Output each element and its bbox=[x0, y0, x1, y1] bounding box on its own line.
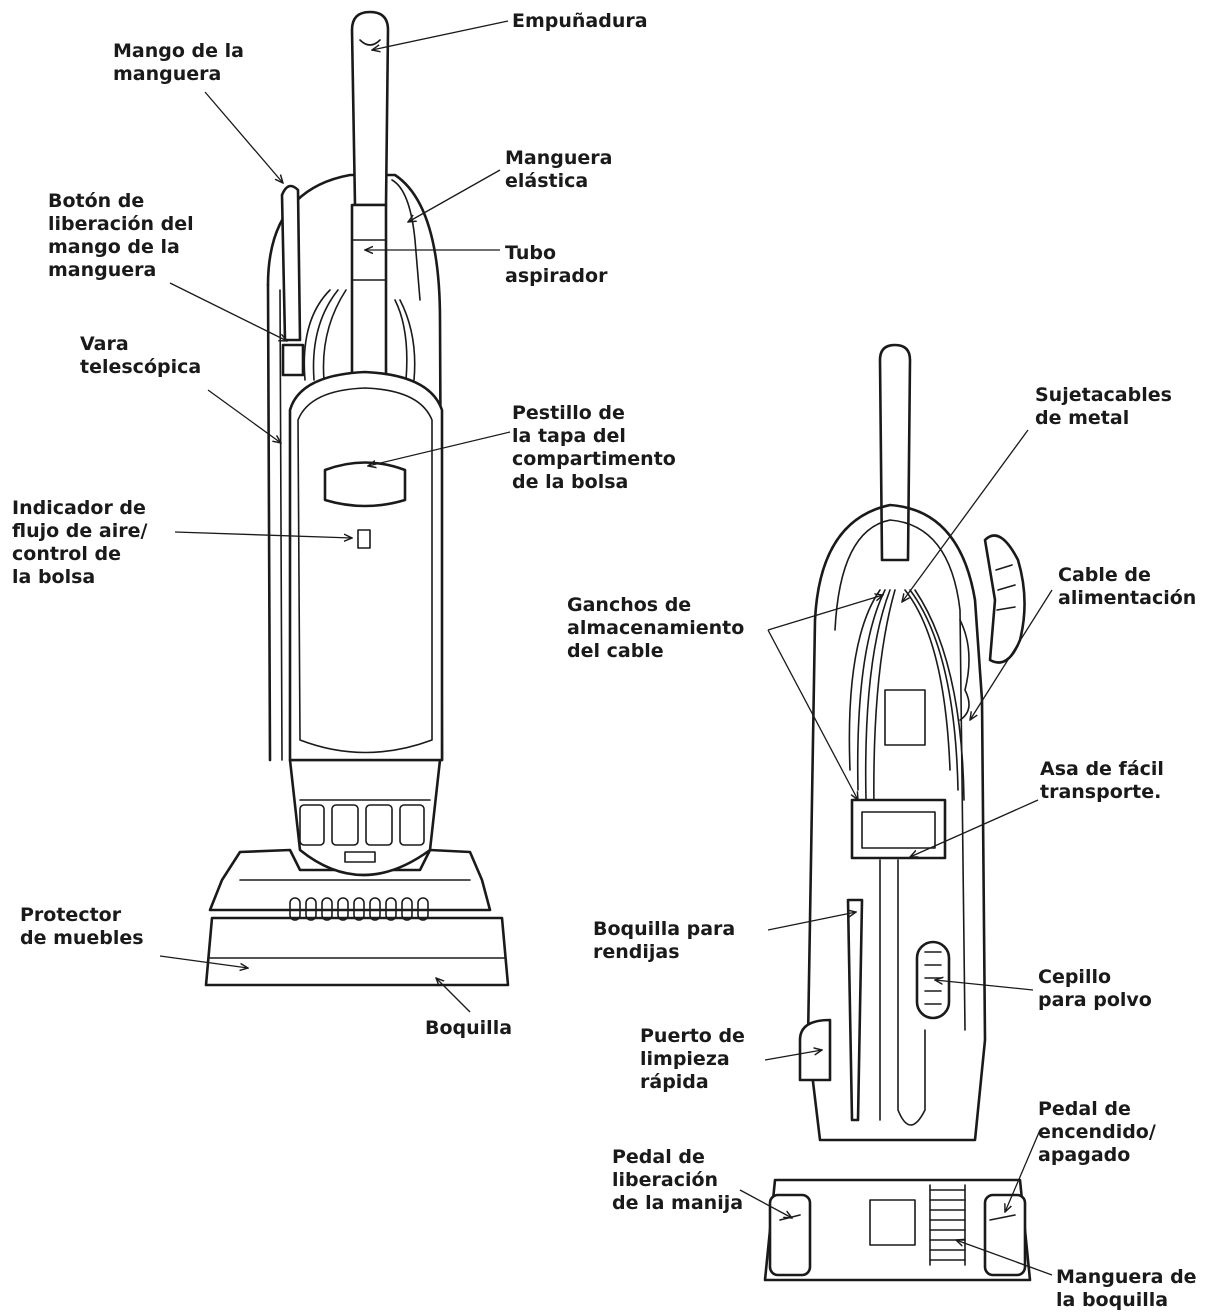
label-indicador: Indicador de flujo de aire/ control de l… bbox=[12, 497, 148, 588]
label-puerto: Puerto de limpieza rápida bbox=[640, 1025, 745, 1093]
leader-puerto bbox=[764, 1050, 822, 1061]
back-vacuum bbox=[763, 343, 1032, 1282]
label-cepillo: Cepillo para polvo bbox=[1038, 966, 1152, 1011]
front-vacuum bbox=[204, 10, 510, 987]
label-vara-telescopica: Vara telescópica bbox=[80, 333, 202, 378]
leader-pedal-liberacion bbox=[739, 1189, 792, 1218]
leader-pedal-encendido bbox=[1005, 1129, 1041, 1212]
label-manguera-elastica: Manguera elástica bbox=[505, 147, 613, 192]
leader-mango-manguera bbox=[204, 91, 283, 183]
leader-boquilla bbox=[436, 978, 471, 1013]
leader-indicador bbox=[174, 531, 352, 538]
label-tubo-aspirador: Tubo aspirador bbox=[505, 242, 608, 287]
leader-manguera-boquilla bbox=[956, 1240, 1053, 1276]
leader-vara-telescopica bbox=[207, 389, 281, 443]
leader-pestillo bbox=[368, 431, 511, 466]
label-cable-alimentacion: Cable de alimentación bbox=[1058, 564, 1197, 609]
label-mango-manguera: Mango de la manguera bbox=[113, 40, 244, 85]
leader-ganchos-2 bbox=[767, 629, 858, 800]
leader-ganchos-1 bbox=[767, 595, 883, 631]
label-pedal-encendido: Pedal de encendido/ apagado bbox=[1038, 1098, 1156, 1166]
leader-asa bbox=[910, 799, 1039, 857]
leader-lines bbox=[159, 20, 1053, 1276]
label-protector: Protector de muebles bbox=[20, 904, 144, 949]
leader-boquilla-rendijas bbox=[767, 912, 856, 931]
leader-cepillo bbox=[935, 980, 1034, 991]
label-boquilla: Boquilla bbox=[425, 1017, 513, 1039]
leader-manguera-elastica bbox=[408, 169, 501, 222]
label-pestillo: Pestillo de la tapa del compartimento de… bbox=[512, 402, 676, 493]
label-pedal-liberacion: Pedal de liberación de la manija bbox=[612, 1146, 744, 1214]
label-manguera-boquilla: Manguera de la boquilla bbox=[1056, 1266, 1197, 1311]
leader-protector bbox=[159, 955, 248, 968]
label-asa: Asa de fácil transporte. bbox=[1040, 758, 1164, 803]
label-sujetacables: Sujetacables de metal bbox=[1035, 384, 1172, 429]
leader-cable-alimentacion bbox=[970, 589, 1053, 720]
leader-sujetacables bbox=[902, 429, 1029, 602]
label-empunadura: Empuñadura bbox=[512, 10, 648, 32]
leader-boton-liberacion bbox=[169, 282, 287, 341]
label-boton-liberacion: Botón de liberación del mango de la mang… bbox=[48, 190, 194, 281]
label-boquilla-rendijas: Boquilla para rendijas bbox=[593, 918, 736, 963]
label-ganchos: Ganchos de almacenamiento del cable bbox=[567, 594, 745, 662]
leader-empunadura bbox=[372, 20, 509, 50]
